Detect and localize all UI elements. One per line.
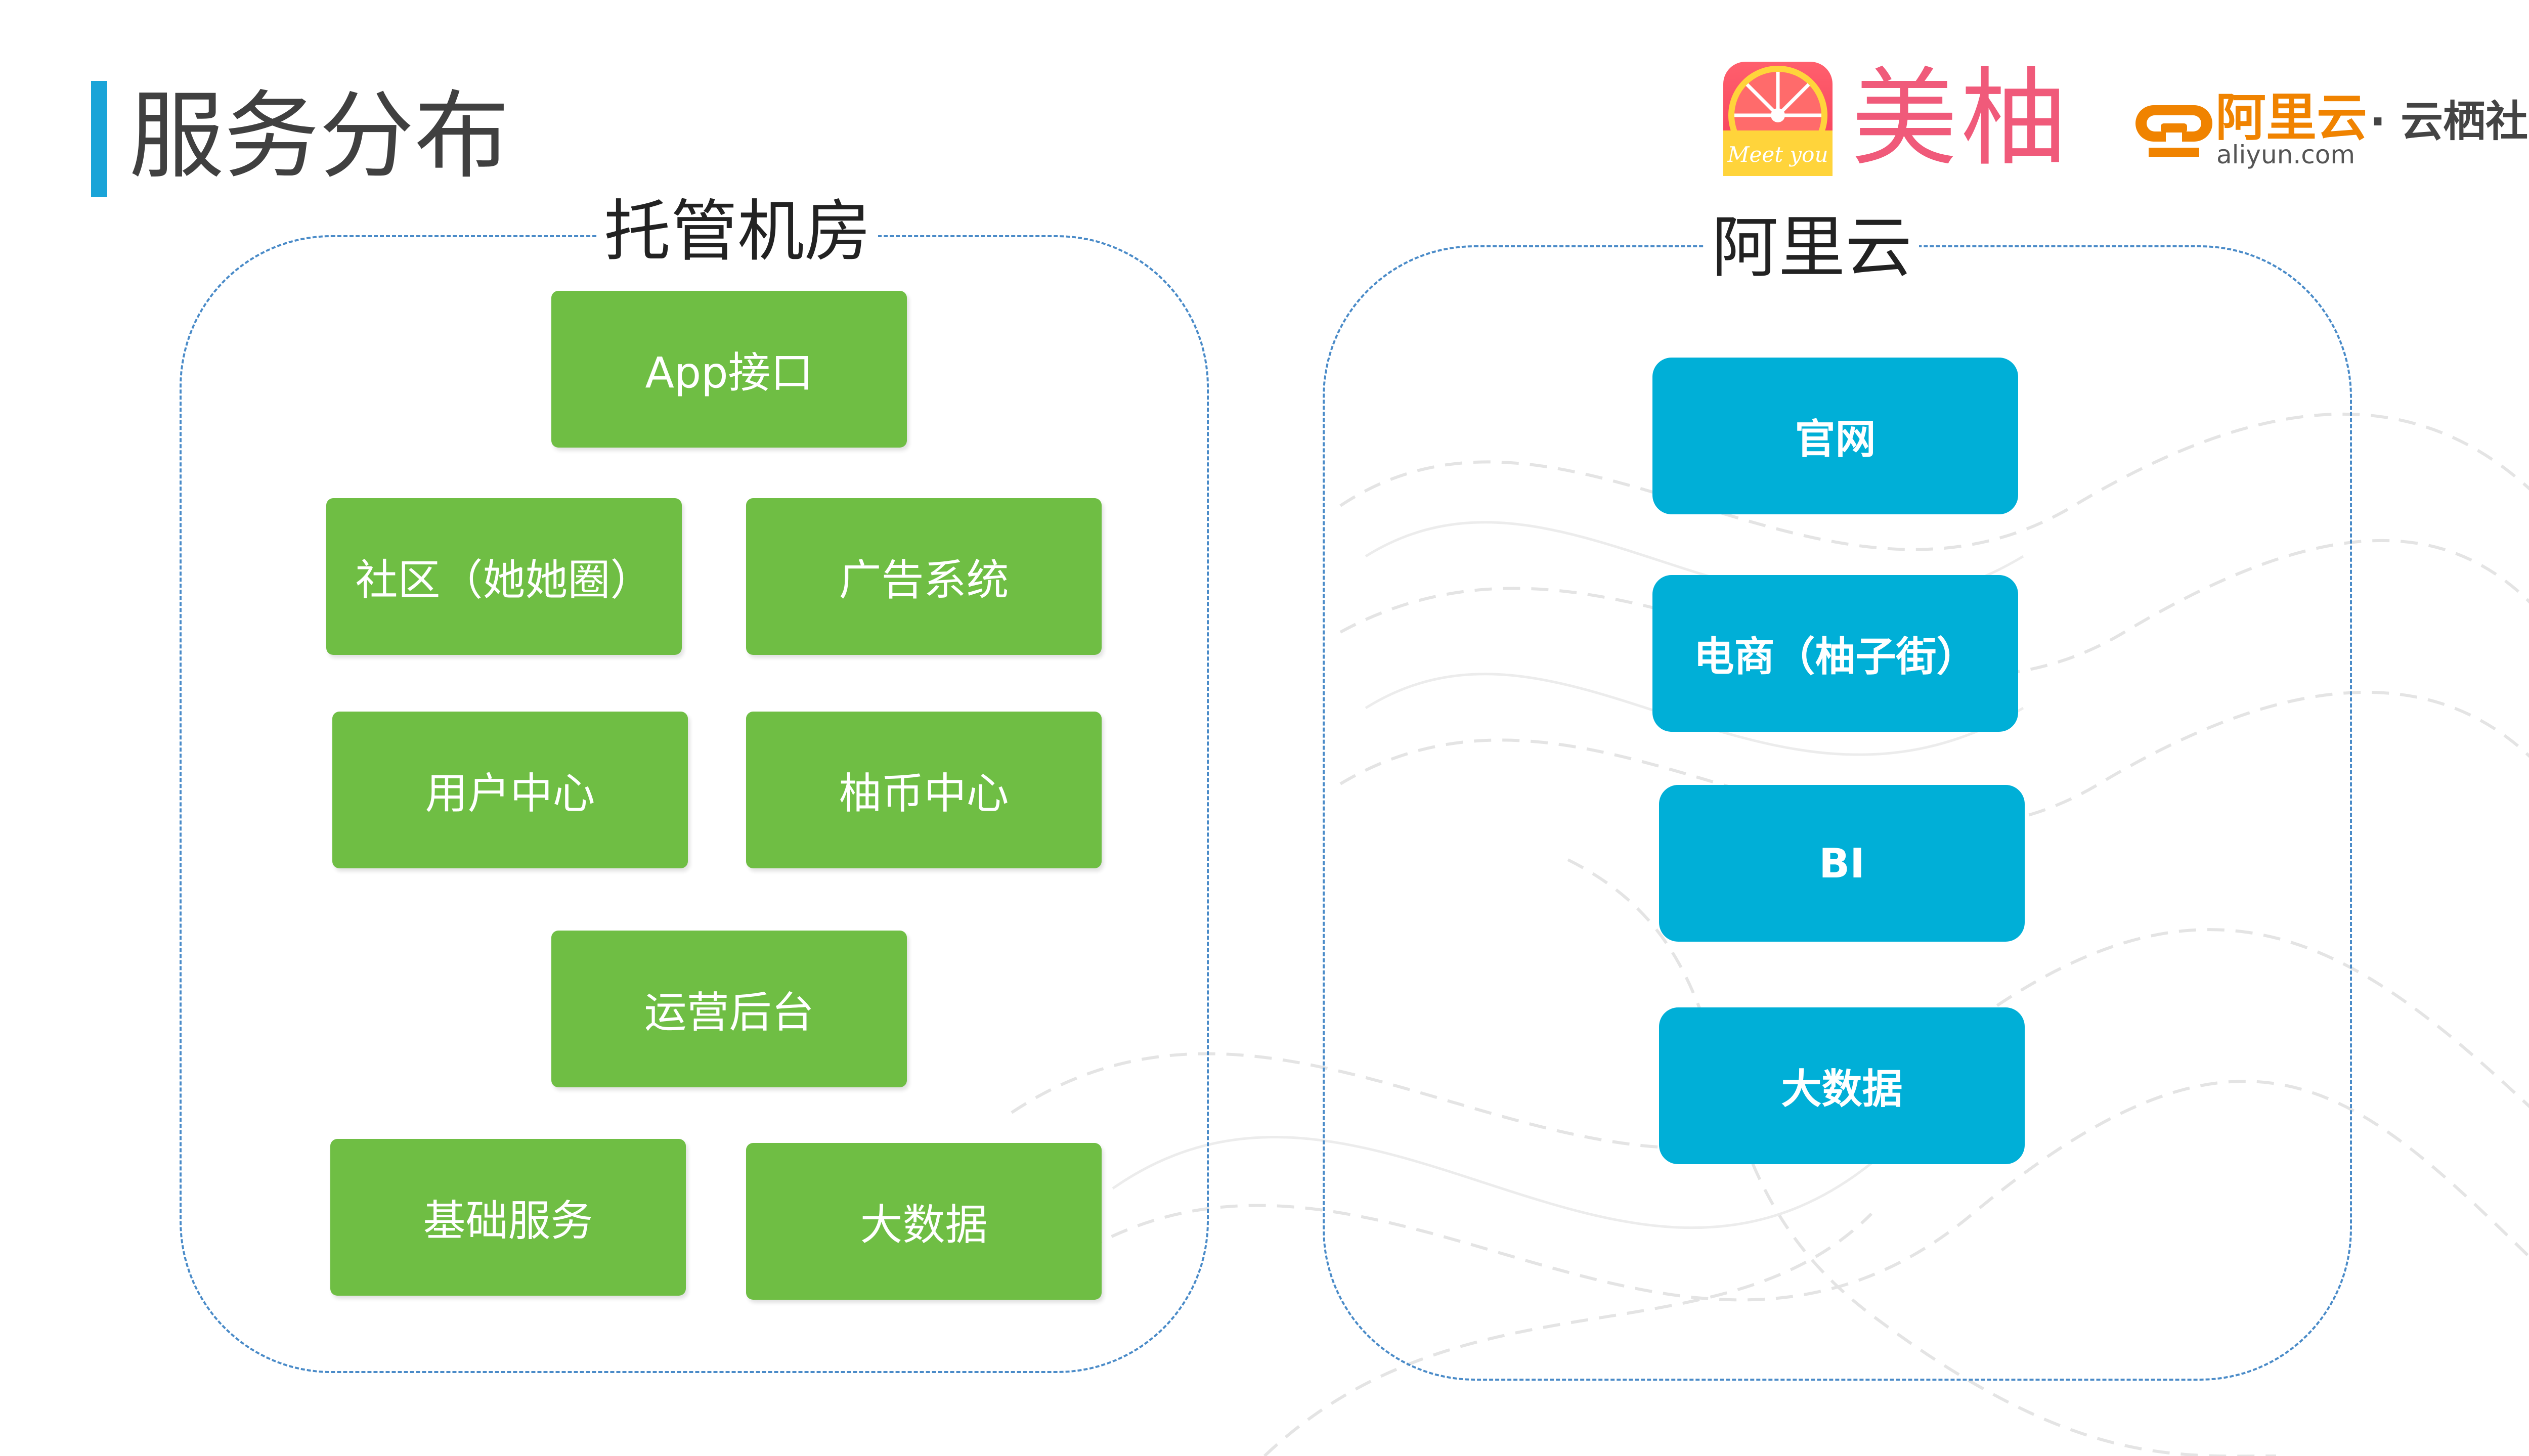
node-app-api: App接口 bbox=[551, 291, 907, 448]
node-ecommerce: 电商（柚子街） bbox=[1652, 575, 2018, 732]
node-big-data-left: 大数据 bbox=[746, 1143, 1102, 1300]
node-official-site: 官网 bbox=[1652, 358, 2018, 514]
node-big-data-right: 大数据 bbox=[1659, 1007, 2025, 1164]
aliyun-logo-domain: aliyun.com bbox=[2216, 140, 2356, 169]
node-bi: BI bbox=[1659, 785, 2025, 942]
node-user-center: 用户中心 bbox=[332, 712, 688, 868]
node-coin-center: 柚币中心 bbox=[746, 712, 1102, 868]
node-base-services: 基础服务 bbox=[330, 1139, 686, 1296]
node-community: 社区（她她圈） bbox=[326, 498, 682, 655]
aliyun-group-label: 阿里云 bbox=[1705, 207, 1919, 288]
node-ad-system: 广告系统 bbox=[746, 498, 1102, 655]
title-accent-bar bbox=[91, 81, 107, 197]
meiyou-logo-tagline: Meet you bbox=[1727, 142, 1828, 167]
hosted-datacenter-label: 托管机房 bbox=[597, 191, 878, 272]
meiyou-logo-text: 美柚 bbox=[1851, 57, 2070, 181]
yunqi-community-label: · 云栖社区 bbox=[2370, 97, 2529, 146]
node-ops-backend: 运营后台 bbox=[551, 931, 907, 1087]
page-title: 服务分布 bbox=[129, 81, 509, 192]
aliyun-logo-name: 阿里云 bbox=[2215, 88, 2367, 147]
aliyun-cloud-icon bbox=[2135, 105, 2212, 157]
meiyou-logo-icon: Meet you bbox=[1723, 62, 1833, 176]
